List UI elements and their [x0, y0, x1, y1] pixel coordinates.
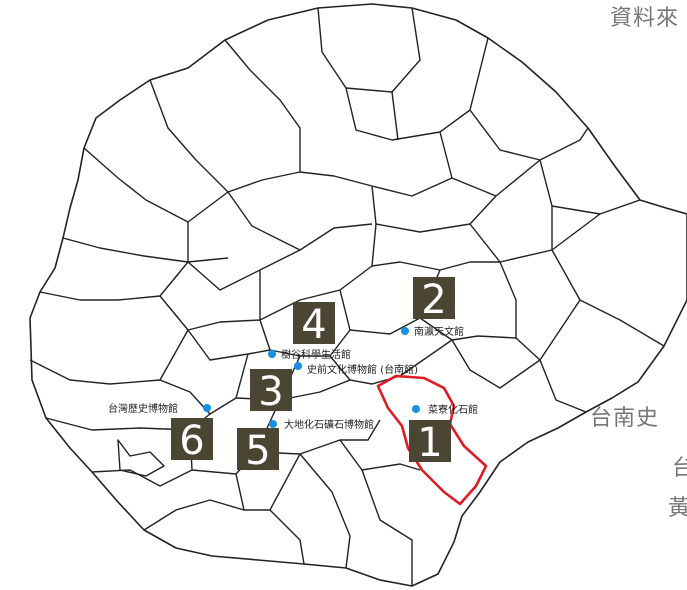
badge-number: 2 [421, 277, 446, 323]
poi-nanying-observatory[interactable]: 南瀛天文館 [401, 325, 464, 338]
poi-label: 菜寮化石館 [428, 403, 478, 416]
edge-text-mid: 台南史 [590, 406, 660, 431]
poi-prehistory-museum[interactable]: 史前文化博物館 (台南館) [294, 362, 418, 376]
poi-label: 樹谷科學生活館 [281, 348, 351, 361]
badge-number: 4 [301, 302, 326, 348]
location-dot [294, 362, 302, 370]
badge-1: 1 [409, 420, 451, 466]
poi-label: 台灣歷史博物館 [108, 402, 178, 415]
badge-3: 3 [250, 369, 292, 415]
badge-bg [237, 428, 279, 470]
badge-number: 3 [258, 369, 283, 415]
badge-bg [171, 418, 213, 460]
location-dot [401, 327, 409, 335]
edge-text-a: 台 [672, 456, 687, 481]
badge-bg [293, 302, 335, 344]
poi-label: 大地化石礦石博物館 [284, 418, 374, 431]
badge-bg [250, 369, 292, 411]
district-borders [29, 7, 665, 586]
badge-number: 1 [417, 420, 442, 466]
poi-zuozhen-fossil-museum[interactable]: 菜寮化石館 [412, 403, 478, 416]
badge-5: 5 [237, 428, 279, 474]
badge-number: 6 [179, 418, 204, 464]
poi-label: 南瀛天文館 [414, 325, 464, 338]
edge-text-b: 黃 [668, 496, 687, 521]
location-dot [203, 404, 211, 412]
county-outline [29, 3, 687, 587]
badge-bg [413, 277, 455, 319]
location-dot [412, 405, 420, 413]
badge-4: 4 [293, 302, 335, 348]
location-dot [269, 420, 277, 428]
location-dot [268, 350, 276, 358]
edge-text-top: 資料來 [610, 6, 680, 31]
poi-taiwan-history-museum[interactable]: 台灣歷史博物館 [108, 402, 211, 415]
poi-dadi-fossil-museum[interactable]: 大地化石礦石博物館 [269, 418, 374, 431]
badge-2: 2 [413, 277, 455, 323]
poi-label: 史前文化博物館 (台南館) [307, 363, 418, 376]
poi-shugu-science-museum[interactable]: 樹谷科學生活館 [268, 348, 351, 361]
badge-bg [409, 420, 451, 462]
badge-6: 6 [171, 418, 213, 464]
highlighted-district [376, 374, 488, 506]
badge-number: 5 [245, 428, 270, 474]
